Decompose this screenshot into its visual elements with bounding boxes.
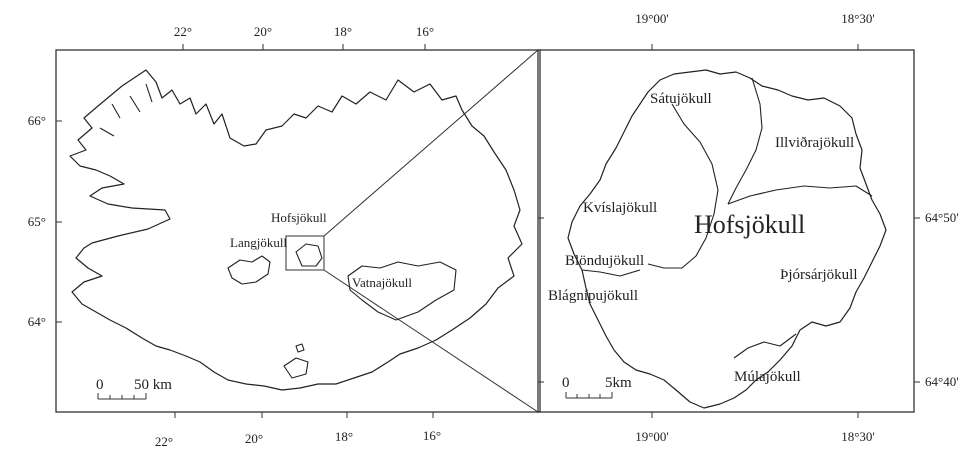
overview-scale-start: 0 [96,377,104,393]
inset-scale-end: 5km [605,375,632,391]
label-kvislajokull: Kvíslajökull [583,200,657,216]
hofsjokull-locator-box [285,235,325,271]
inset-top-ticks: 19°00' 18°30' [635,11,875,50]
inset-lon-bottom-2: 18°30' [841,429,875,444]
inset-lat-1: 64°50' [925,210,959,225]
inset-title-hofsjokull: Hofsjökull [694,210,805,239]
label-thjorsarjokull: Þjórsárjökull [780,267,858,283]
overview-bottom-ticks: 22° 20° 18° 16° [155,412,441,449]
label-vatnajokull: Vatnajökull [352,275,412,290]
inset-scale-bar: 0 5km [562,375,632,399]
label-hofsjokull-overview: Hofsjökull [271,210,327,225]
inset-connector-top [323,49,539,237]
westfjords-detail [99,83,153,137]
overview-lon-top-4: 16° [416,24,434,39]
inset-bottom-ticks: 19°00' 18°30' [635,412,875,444]
label-blondujokull: Blöndujökull [565,253,644,269]
inset-connector-bottom [323,269,539,413]
inset-map: 19°00' 18°30' 19°00' 18°30' 64°50' 64°40… [537,11,959,444]
overview-map: 22° 20° 18° 16° 22° 20° 18° 16° 66° 65° … [28,24,541,449]
label-mulajokull: Múlajökull [734,369,801,385]
divide-satujokull-east [727,77,763,205]
overview-frame [55,49,541,413]
overview-scale-end: 50 km [134,377,172,393]
overview-lon-top-1: 22° [174,24,192,39]
divide-illvidrajokull [727,185,873,205]
inset-lon-top-1: 19°00' [635,11,669,26]
hofsjokull-ice-cap-outline [567,69,887,409]
overview-scale-bar: 0 50 km [96,377,172,400]
hofsjokull-overview-outline [295,243,323,267]
inset-lat-ticks: 64°50' 64°40' [538,210,959,389]
inset-lat-2: 64°40' [925,374,959,389]
overview-lat-2: 65° [28,214,46,229]
label-blagnipujokull: Blágnípujökull [548,288,638,304]
divide-satujokull-west [647,103,719,269]
overview-lon-bottom-4: 16° [423,428,441,443]
overview-lat-ticks: 66° 65° 64° [28,113,62,329]
overview-lat-3: 64° [28,314,46,329]
vatnajokull-outline [347,261,457,321]
overview-lat-1: 66° [28,113,46,128]
overview-lon-top-2: 20° [254,24,272,39]
overview-top-ticks: 22° 20° 18° 16° [174,24,434,50]
langjokull-outline [227,255,271,285]
inset-scale-start: 0 [562,375,570,391]
label-langjokull: Langjökull [230,235,287,250]
eyjafjallajokull-outline [295,343,305,353]
label-illvidrajokull: Illviðrajökull [775,135,854,151]
overview-lon-bottom-1: 22° [155,434,173,449]
inset-lon-top-2: 18°30' [841,11,875,26]
iceland-coastline [69,69,523,391]
myrdalsjokull-outline [283,357,309,379]
inset-lon-bottom-1: 19°00' [635,429,669,444]
divide-blondujokull [581,269,641,277]
divide-mulajokull [733,333,797,359]
inset-frame [537,49,915,413]
label-satujokull: Sátujökull [650,91,712,107]
overview-lon-bottom-3: 18° [335,429,353,444]
overview-lon-top-3: 18° [334,24,352,39]
overview-lon-bottom-2: 20° [245,431,263,446]
